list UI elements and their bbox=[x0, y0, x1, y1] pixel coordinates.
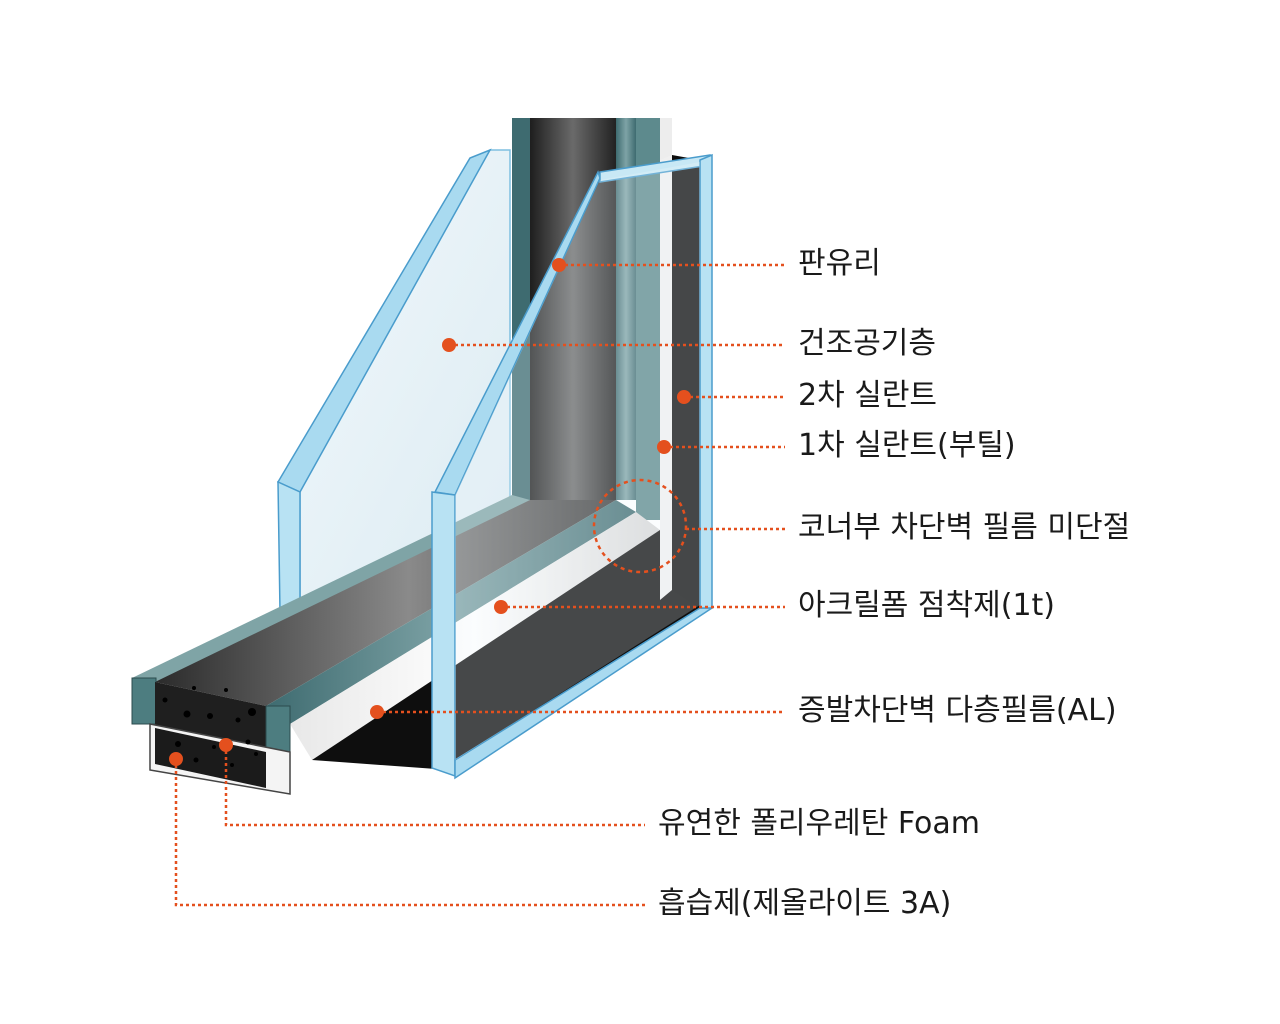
callout-dots bbox=[169, 258, 691, 766]
horizontal-spacer bbox=[132, 495, 700, 770]
front-glass-pane bbox=[431, 153, 715, 780]
label-vapor-barrier-film: 증발차단벽 다층필름(AL) bbox=[798, 693, 1117, 728]
desiccant-beads bbox=[162, 686, 258, 767]
label-dry-air-layer: 건조공기층 bbox=[798, 326, 936, 361]
label-pane-glass: 판유리 bbox=[798, 246, 881, 281]
label-polyurethane-foam: 유연한 폴리우레탄 Foam bbox=[658, 806, 981, 841]
label-corner-barrier-film: 코너부 차단벽 필름 미단절 bbox=[798, 510, 1131, 545]
label-primary-sealant: 1차 실란트(부틸) bbox=[798, 428, 1016, 463]
label-desiccant: 흡습제(제올라이트 3A) bbox=[658, 886, 952, 921]
corner-highlight-circle bbox=[592, 478, 688, 574]
label-secondary-sealant: 2차 실란트 bbox=[798, 378, 938, 413]
label-acrylic-foam-adhesive: 아크릴폼 점착제(1t) bbox=[798, 588, 1055, 623]
leader-lines bbox=[174, 263, 785, 907]
